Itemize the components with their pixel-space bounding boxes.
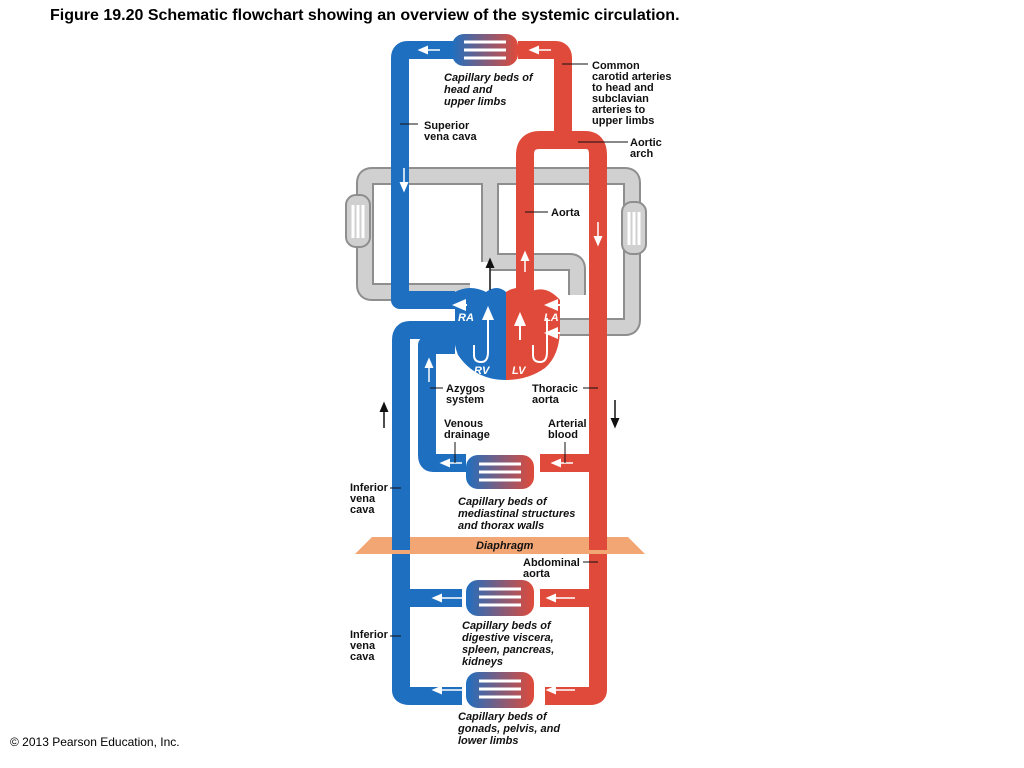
label-aortic-arch: Aortic arch	[630, 137, 665, 160]
ra-label: RA	[458, 312, 474, 324]
lv-label: LV	[512, 365, 527, 377]
label-thoracic-aorta: Thoracic aorta	[532, 383, 581, 406]
label-common-carotid: Common carotid arteries to head and subc…	[592, 60, 675, 127]
diaphragm: Diaphragm	[355, 532, 645, 554]
label-capillary-lower: Capillary beds of gonads, pelvis, and lo…	[457, 711, 563, 747]
leader-lines	[390, 63, 628, 637]
labels: Capillary beds of head and upper limbs C…	[350, 60, 675, 747]
label-arterial-blood: Arterial blood	[548, 418, 590, 441]
label-capillary-mediastinal: Capillary beds of mediastinal structures…	[458, 496, 578, 532]
label-capillary-head: Capillary beds of head and upper limbs	[444, 72, 536, 108]
direction-arrows	[379, 257, 620, 429]
diaphragm-label: Diaphragm	[476, 540, 534, 552]
capillary-bed-lower	[466, 672, 534, 708]
capillary-bed-head	[452, 34, 518, 66]
label-azygos: Azygos system	[446, 383, 488, 406]
lung-capillary-left	[345, 194, 371, 248]
copyright-notice: © 2013 Pearson Education, Inc.	[10, 735, 180, 749]
label-abdominal-aorta: Abdominal aorta	[523, 557, 583, 580]
flow-arrows	[399, 45, 603, 695]
rv-label: RV	[474, 365, 491, 377]
venous-vessels	[391, 41, 466, 705]
label-inferior-vena-cava-lower: Inferior vena cava	[350, 629, 391, 663]
label-venous-drainage: Venous drainage	[444, 418, 490, 441]
label-capillary-digestive: Capillary beds of digestive viscera, spl…	[462, 620, 557, 668]
lung-capillary-right	[621, 201, 647, 255]
figure-title: Figure 19.20 Schematic flowchart showing…	[50, 7, 680, 24]
heart: RA LA RV LV	[452, 288, 560, 380]
label-aorta: Aorta	[551, 207, 581, 219]
capillary-bed-mediastinal	[466, 455, 534, 489]
label-inferior-vena-cava-upper: Inferior vena cava	[350, 482, 391, 516]
label-superior-vena-cava: Superior vena cava	[424, 120, 477, 143]
capillary-bed-digestive	[466, 580, 534, 616]
